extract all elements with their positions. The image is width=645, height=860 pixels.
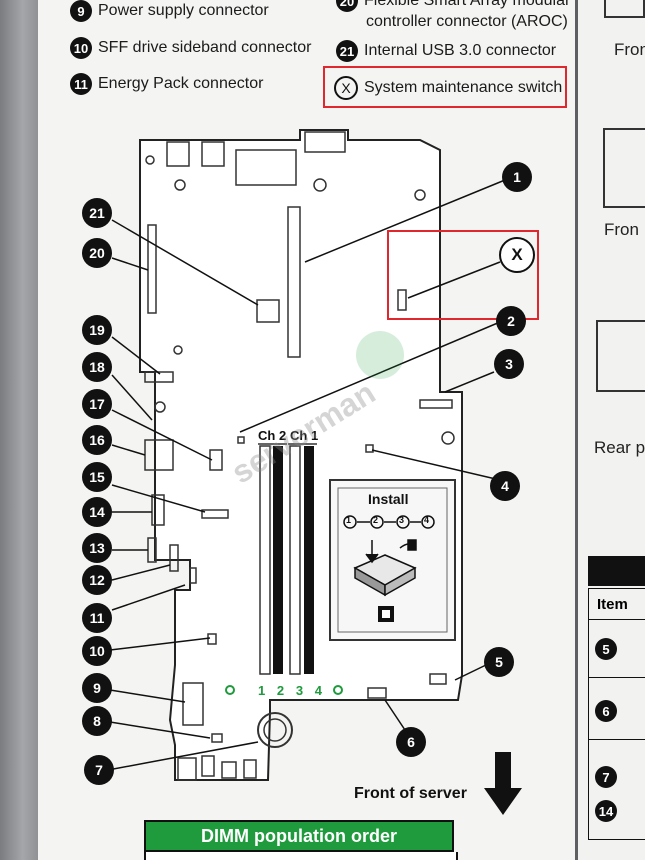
front-of-server-label: Front of server: [354, 785, 467, 802]
callout-maintenance-switch: X: [499, 237, 535, 273]
legend-text: SFF drive sideband connector: [98, 39, 312, 56]
legend-text: Power supply connector: [98, 2, 269, 19]
dimm-slot-1: 1: [258, 683, 266, 698]
callout-18: 18: [82, 352, 112, 382]
callout-19: 19: [82, 315, 112, 345]
legend-text: Flexible Smart Array modular: [364, 0, 571, 9]
callout-20: 20: [82, 238, 112, 268]
callout-14: 14: [82, 497, 112, 527]
callout-10: 10: [82, 636, 112, 666]
right-table-header-bar: [588, 556, 645, 586]
legend-item-9: 9 Power supply connector: [70, 0, 269, 22]
callout-9: 9: [82, 673, 112, 703]
dimm-table-top: [144, 852, 458, 860]
callout-5: 5: [484, 647, 514, 677]
row-number: 6: [595, 700, 617, 722]
table-row: 5: [588, 620, 645, 678]
install-step-2: 2: [373, 515, 379, 525]
label-divider: [575, 0, 578, 860]
callout-4: 4: [490, 471, 520, 501]
callout-7: 7: [84, 755, 114, 785]
dimm-slot-4: 4: [314, 683, 322, 698]
callout-13: 13: [82, 533, 112, 563]
callout-6: 6: [396, 727, 426, 757]
heatsink-install-graphic: [353, 539, 417, 597]
right-panel-drive-graphic: [604, 0, 645, 18]
legend-text: System maintenance switch: [364, 79, 563, 96]
row-number: 5: [595, 638, 617, 660]
callout-2: 2: [496, 306, 526, 336]
callout-1: 1: [502, 162, 532, 192]
legend-text: Internal USB 3.0 connector: [364, 42, 557, 59]
channel-1-label: Ch 1: [290, 428, 319, 443]
legend-item-20: 20 Flexible Smart Array modular: [336, 0, 570, 12]
install-step-3: 3: [399, 515, 405, 525]
callout-3: 3: [494, 349, 524, 379]
dimm-population-order-header: DIMM population order: [144, 820, 454, 852]
legend-number: 11: [70, 73, 92, 95]
install-step-4: 4: [424, 515, 430, 525]
row-number: 14: [595, 800, 617, 822]
row-number: 7: [595, 766, 617, 788]
legend-number: 20: [336, 0, 358, 12]
install-step-1: 1: [346, 515, 352, 525]
callout-15: 15: [82, 462, 112, 492]
right-table-item-header: Item: [588, 588, 645, 620]
right-front-label-1: Fron: [614, 40, 645, 59]
callout-16: 16: [82, 425, 112, 455]
dimm-slot-numbers: 1 2 3 4: [258, 683, 322, 698]
legend-x-symbol: X: [334, 76, 358, 100]
callout-17: 17: [82, 389, 112, 419]
legend-item-maintenance-switch: X System maintenance switch: [334, 76, 562, 100]
dimm-slot-3: 3: [295, 683, 304, 698]
legend-number: 9: [70, 0, 92, 22]
legend-text: controller connector (AROC): [366, 13, 568, 30]
right-panel-rear-graphic: [596, 320, 645, 392]
legend-item-10: 10 SFF drive sideband connector: [70, 37, 311, 59]
maintenance-switch-legend-highlight: [323, 66, 567, 108]
callout-12: 12: [82, 565, 112, 595]
legend-item-21: 21 Internal USB 3.0 connector: [336, 40, 556, 62]
table-row: 7 14: [588, 740, 645, 840]
channel-2-label: Ch 2: [258, 428, 287, 443]
legend-number: 10: [70, 37, 92, 59]
legend-number: 21: [336, 40, 358, 62]
callout-11: 11: [82, 603, 112, 633]
right-panel-bay-graphic: [603, 128, 645, 208]
server-chassis-frame: [0, 0, 38, 860]
legend-text: Energy Pack connector: [98, 75, 264, 92]
legend-item-20-continued: controller connector (AROC): [366, 13, 568, 31]
legend-item-11: 11 Energy Pack connector: [70, 73, 263, 95]
dimm-slot-2: 2: [276, 683, 285, 698]
right-front-label-2: Fron: [604, 220, 639, 239]
callout-21: 21: [82, 198, 112, 228]
install-title: Install: [368, 491, 409, 507]
right-rear-label: Rear p: [594, 438, 645, 457]
callout-8: 8: [82, 706, 112, 736]
table-row: 6: [588, 678, 645, 740]
